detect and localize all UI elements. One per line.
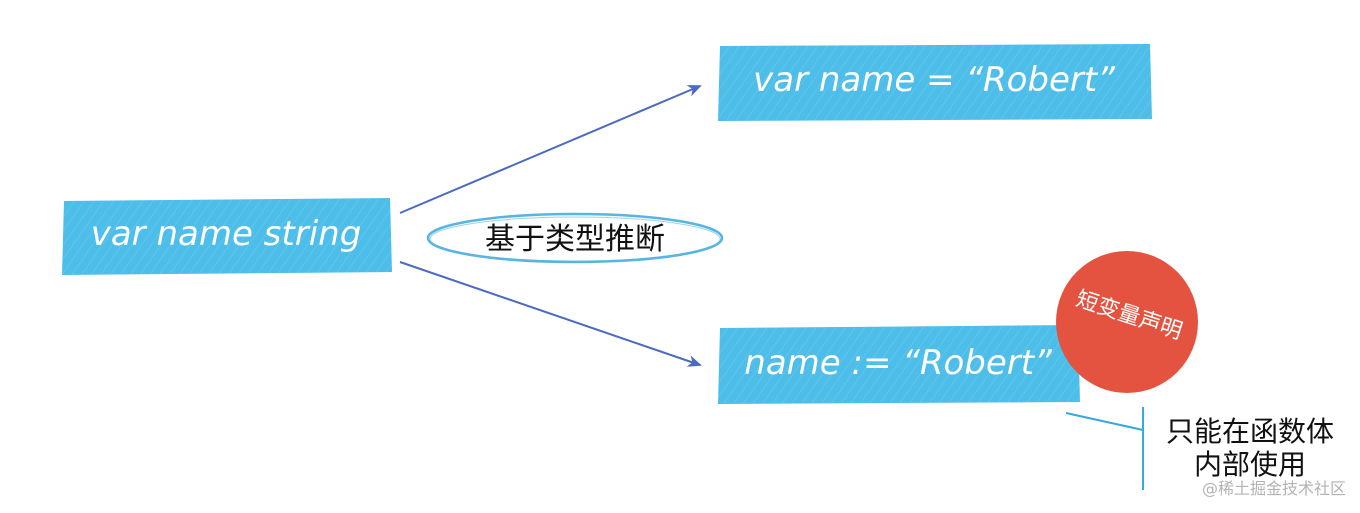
node-source-text: var name string	[91, 214, 362, 254]
node-explicit-text: var name = “Robert”	[753, 60, 1115, 100]
node-explicit: var name = “Robert”	[718, 44, 1152, 121]
watermark: @稀土掘金技术社区	[1201, 479, 1346, 498]
node-short-text: name := “Robert”	[744, 343, 1052, 383]
edge-label-text: 基于类型推断	[485, 222, 665, 257]
badge: 短变量声明	[1056, 251, 1198, 393]
edge-label-ellipse	[426, 212, 724, 264]
arrow-to-explicit	[399, 85, 702, 214]
node-short: name := “Robert”	[718, 325, 1080, 404]
node-source: var name string	[62, 198, 392, 275]
note-connector	[1065, 407, 1144, 490]
arrow-to-short	[399, 261, 702, 367]
note-pointer-line	[1065, 412, 1144, 431]
note-line-1: 只能在函数体	[1166, 415, 1334, 448]
badge-seal	[1056, 251, 1198, 393]
note-line-2: 内部使用	[1194, 448, 1306, 481]
edge-label: 基于类型推断	[426, 212, 724, 264]
